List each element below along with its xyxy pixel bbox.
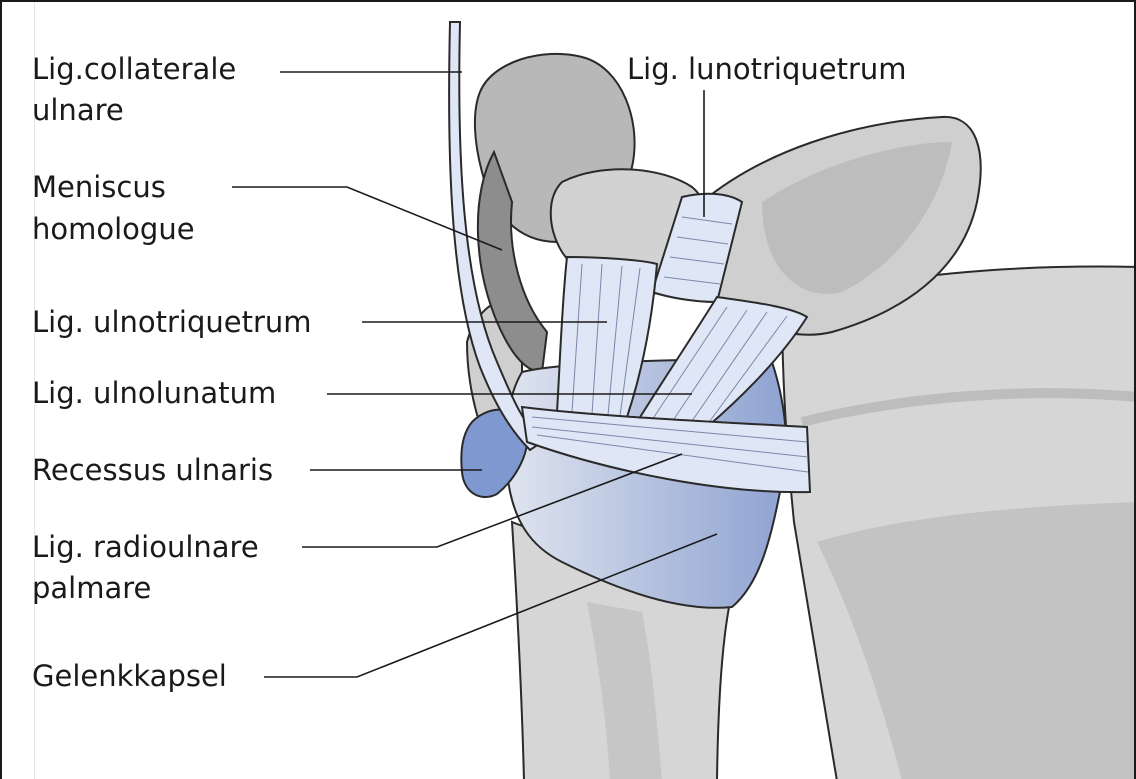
- label-meniscus-homologue-line2: homologue: [32, 210, 195, 248]
- label-recessus-ulnaris: Recessus ulnaris: [32, 451, 273, 489]
- label-lig-collaterale-ulnare-line2: ulnare: [32, 91, 124, 129]
- label-lig-ulnotriquetrum: Lig. ulnotriquetrum: [32, 303, 312, 341]
- label-lig-ulnolunatum: Lig. ulnolunatum: [32, 374, 276, 412]
- label-lig-lunotriquetrum: Lig. lunotriquetrum: [627, 50, 907, 88]
- label-lig-radioulnare-palmare-line1: Lig. radioulnare: [32, 528, 259, 566]
- label-gelenkkapsel: Gelenkkapsel: [32, 657, 227, 695]
- label-lig-radioulnare-palmare-line2: palmare: [32, 569, 151, 607]
- label-meniscus-homologue-line1: Meniscus: [32, 168, 166, 206]
- label-lig-collaterale-ulnare-line1: Lig.collaterale: [32, 50, 236, 88]
